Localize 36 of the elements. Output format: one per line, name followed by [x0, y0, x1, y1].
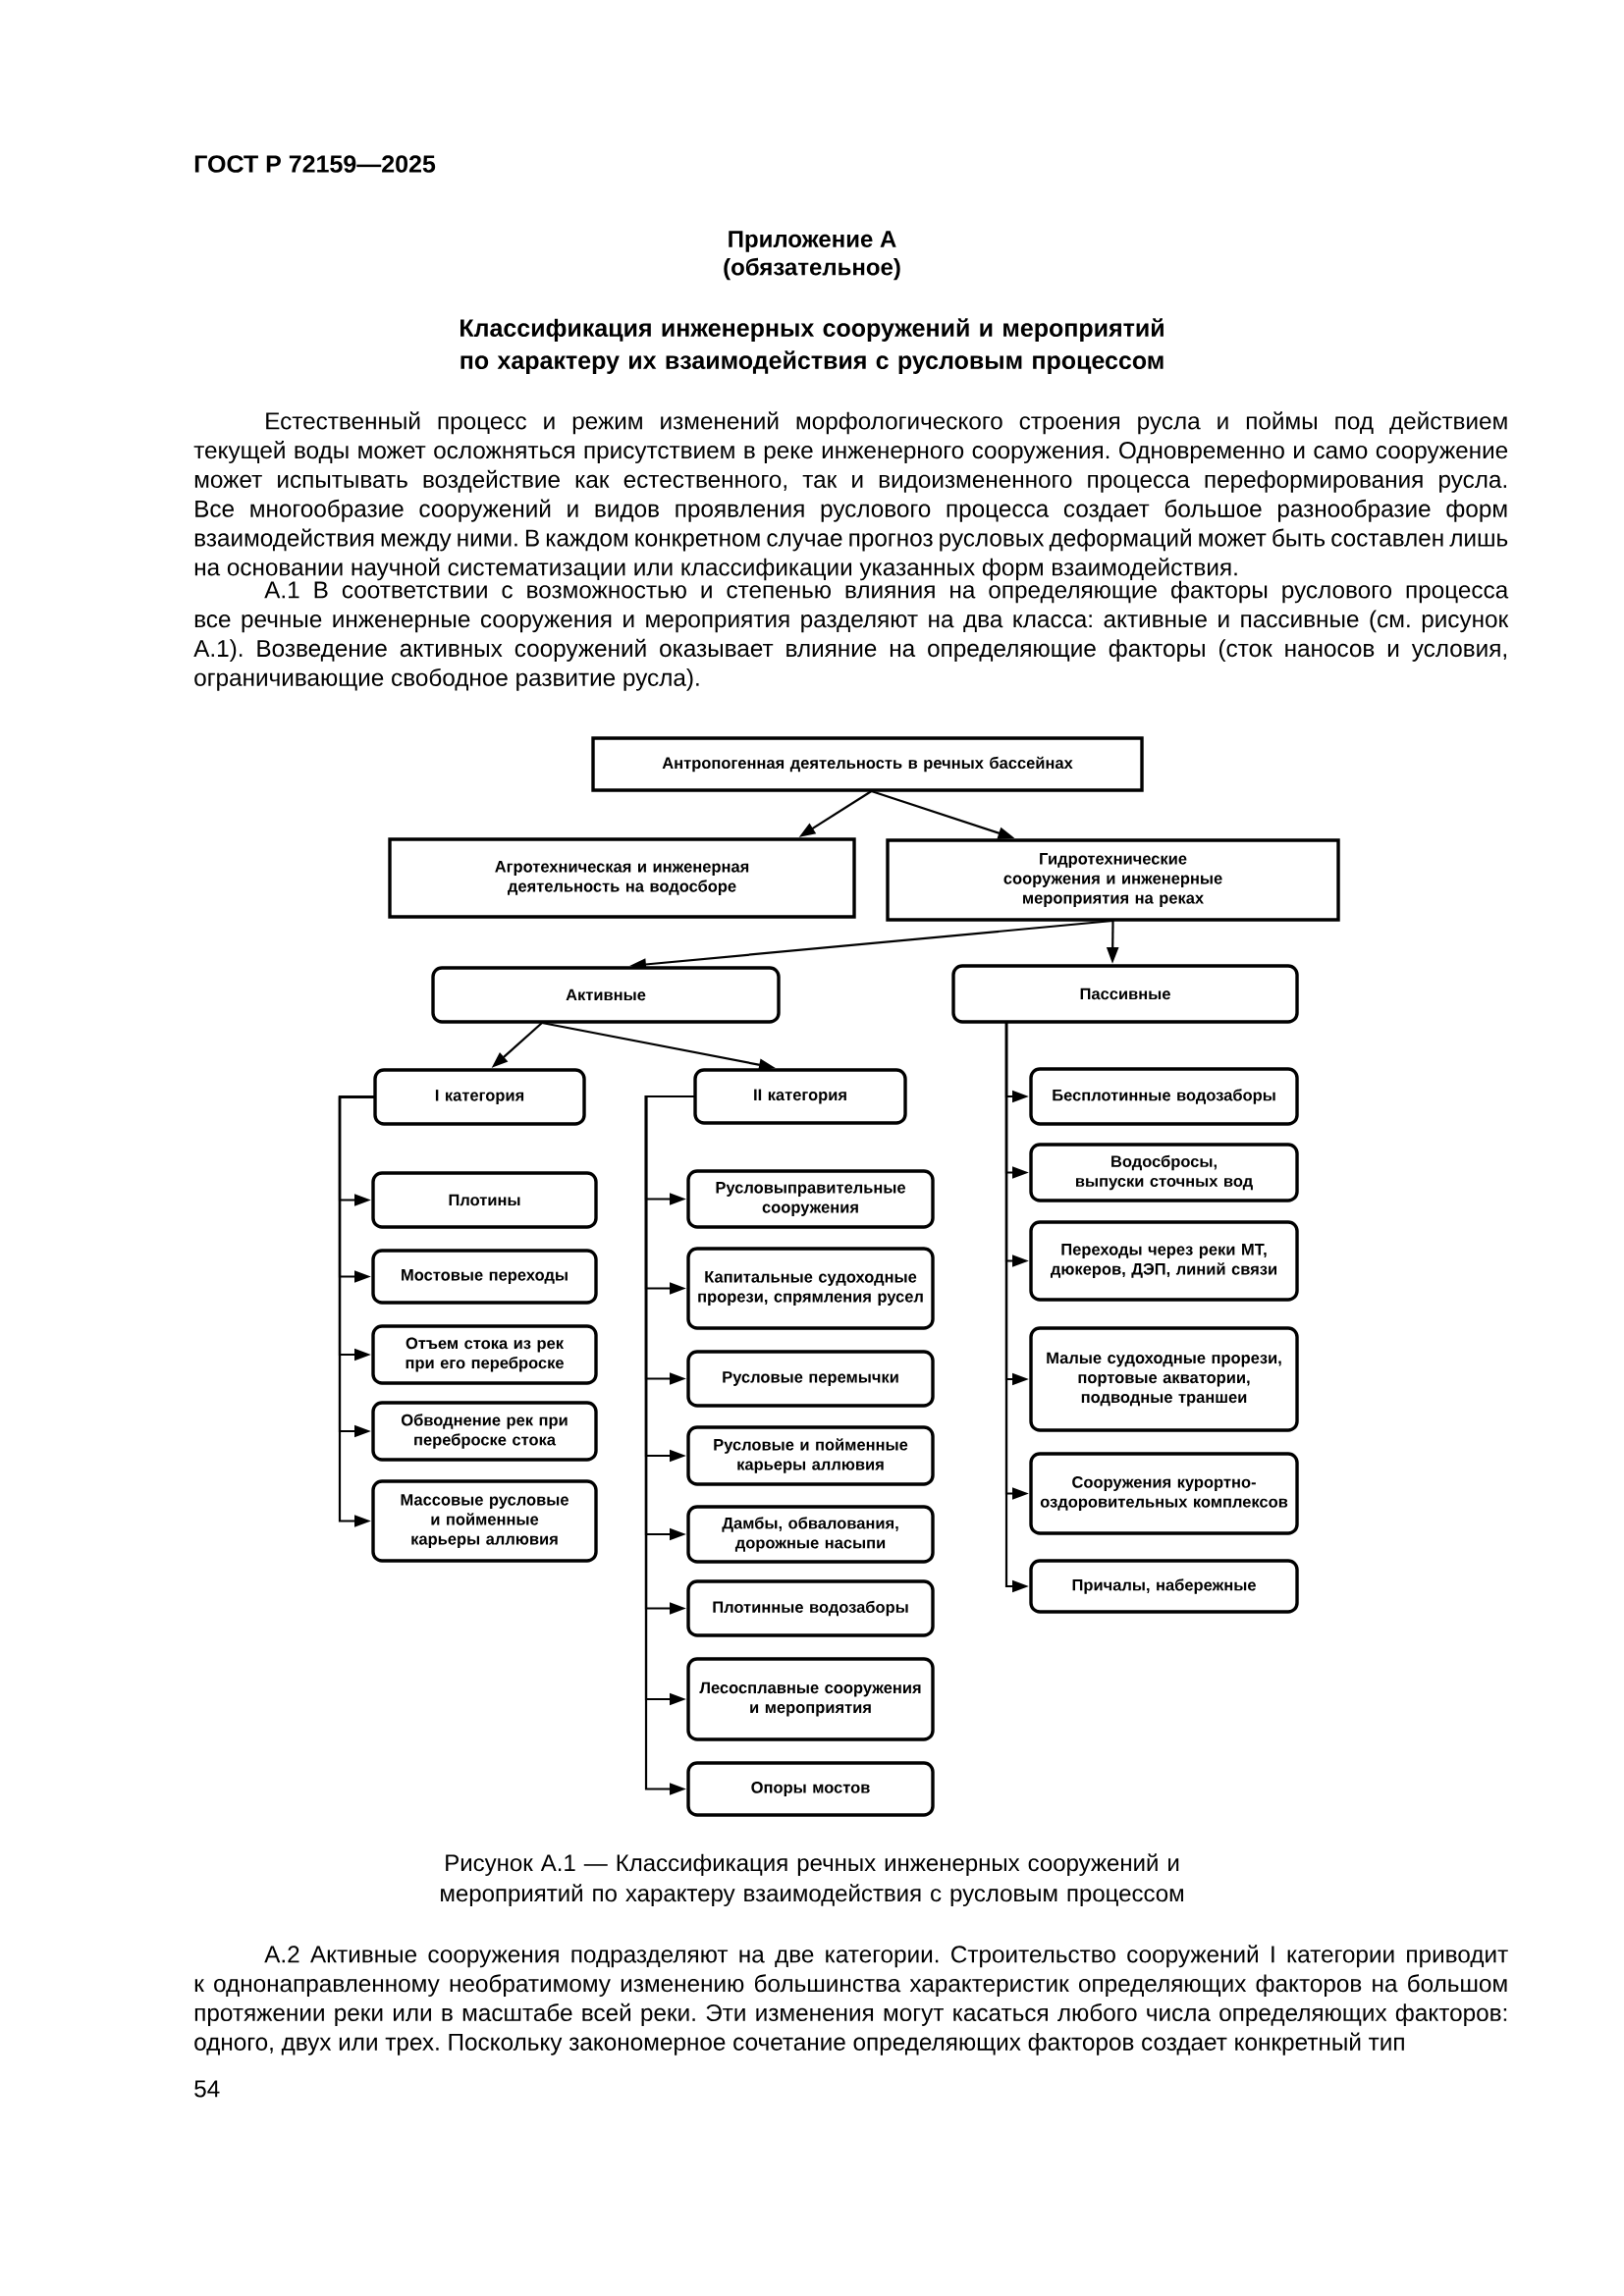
process-box: Отъем стока из рек при его переброске	[371, 1324, 598, 1385]
process-box: Русловыправительные сооружения	[686, 1169, 935, 1229]
paragraph: Естественный процесс и режим изменений морфологического строения русла и поймы под действием текущей воды может осложняться присутствием в реке инженерного сооружения. Одновременно и само сооружение может испытывать воздействие как естественного, так и видоизмененного процесса переформирования русла. Все многообразие сооружений и видов проявления руслового процесса создает большое разнообразие форм взаимодействия между ними. В каждом конкретном случае прогноз русловых деформаций может быть составлен лишь на основании научной систематизации или классификации указанных форм взаимодействия.	[193, 411, 1508, 581]
process-box: Сооружения курортно-оздоровительных комплексов	[1029, 1452, 1299, 1535]
process-box: Обводнение рек при переброске стока	[371, 1401, 598, 1462]
process-box: Водосбросы, выпуски сточных вод	[1029, 1143, 1299, 1202]
process-box: II категория	[693, 1068, 907, 1125]
process-box: Агротехническая и инженерная деятельность на водосборе	[388, 837, 856, 919]
process-box: Переходы через реки МТ, дюкеров, ДЭП, линий связи	[1029, 1220, 1299, 1302]
process-box: Причалы, набережные	[1029, 1559, 1299, 1614]
process-box: Русловые перемычки	[686, 1350, 935, 1408]
paragraph: А.2 Активные сооружения подразделяют на две категории. Строительство сооружений I категории приводит к однонаправленному необратимому изменению большинства характеристик определяющих факторов на большом протяжении реки или в масштабе всей реки. Эти изменения могут касаться любого числа определяющих факторов: одного, двух или трех. Поскольку закономерное сочетание определяющих факторов создает конкретный тип	[194, 1945, 1508, 2056]
process-box: Антропогенная деятельность в речных бассейнах	[591, 736, 1144, 792]
appendix-note: (обязательное)	[724, 257, 900, 281]
process-box: Малые судоходные прорези, портовые акватории, подводные траншеи	[1029, 1326, 1299, 1432]
paragraph: А.1 В соответствии с возможностью и степенью влияния на определяющие факторы руслового процесса все речные инженерные сооружения и мероприятия разделяют на два класса: активные и пассивные (см. рисунок А.1). Возведение активных сооружений оказывает влияние на определяющие факторы (сток наносов и условия, ограничивающие свободное развитие русла).	[193, 580, 1509, 691]
caption: Рисунок А.1 — Классификация речных инженерных сооружений и мероприятий по характеру взаимодействия с русловым процессом	[441, 1853, 1183, 1906]
page-number: 54	[194, 2080, 220, 2098]
process-box: Активные	[431, 966, 781, 1024]
header: ГОСТ Р 72159—2025	[194, 155, 436, 173]
process-box: I категория	[373, 1068, 586, 1126]
process-box: Плотины	[371, 1171, 598, 1229]
process-box: Опоры мостов	[686, 1761, 935, 1817]
process-box: Мостовые переходы	[371, 1249, 598, 1305]
process-box: Бесплотинные водозаборы	[1029, 1067, 1299, 1126]
process-box: Массовые русловые и пойменные карьеры аллювия	[371, 1479, 598, 1563]
arrow	[338, 1095, 375, 1527]
process-box: Гидротехнические сооружения и инженерные мероприятия на реках	[886, 838, 1340, 922]
process-box: Лесосплавные сооружения и мероприятия	[686, 1657, 935, 1741]
process-box: Дамбы, обвалования, дорожные насыпи	[686, 1505, 935, 1564]
appendix-heading: Приложение А	[729, 231, 896, 252]
process-box: Плотинные водозаборы	[686, 1579, 935, 1637]
process-box: Пассивные	[951, 964, 1299, 1024]
title: Классификация инженерных сооружений и мероприятий по характеру их взаимодействия с русловым процессом	[460, 318, 1164, 374]
process-box: Русловые и пойменные карьеры аллювия	[686, 1425, 935, 1486]
process-box: Капитальные судоходные прорези, спрямления русел	[686, 1247, 935, 1330]
